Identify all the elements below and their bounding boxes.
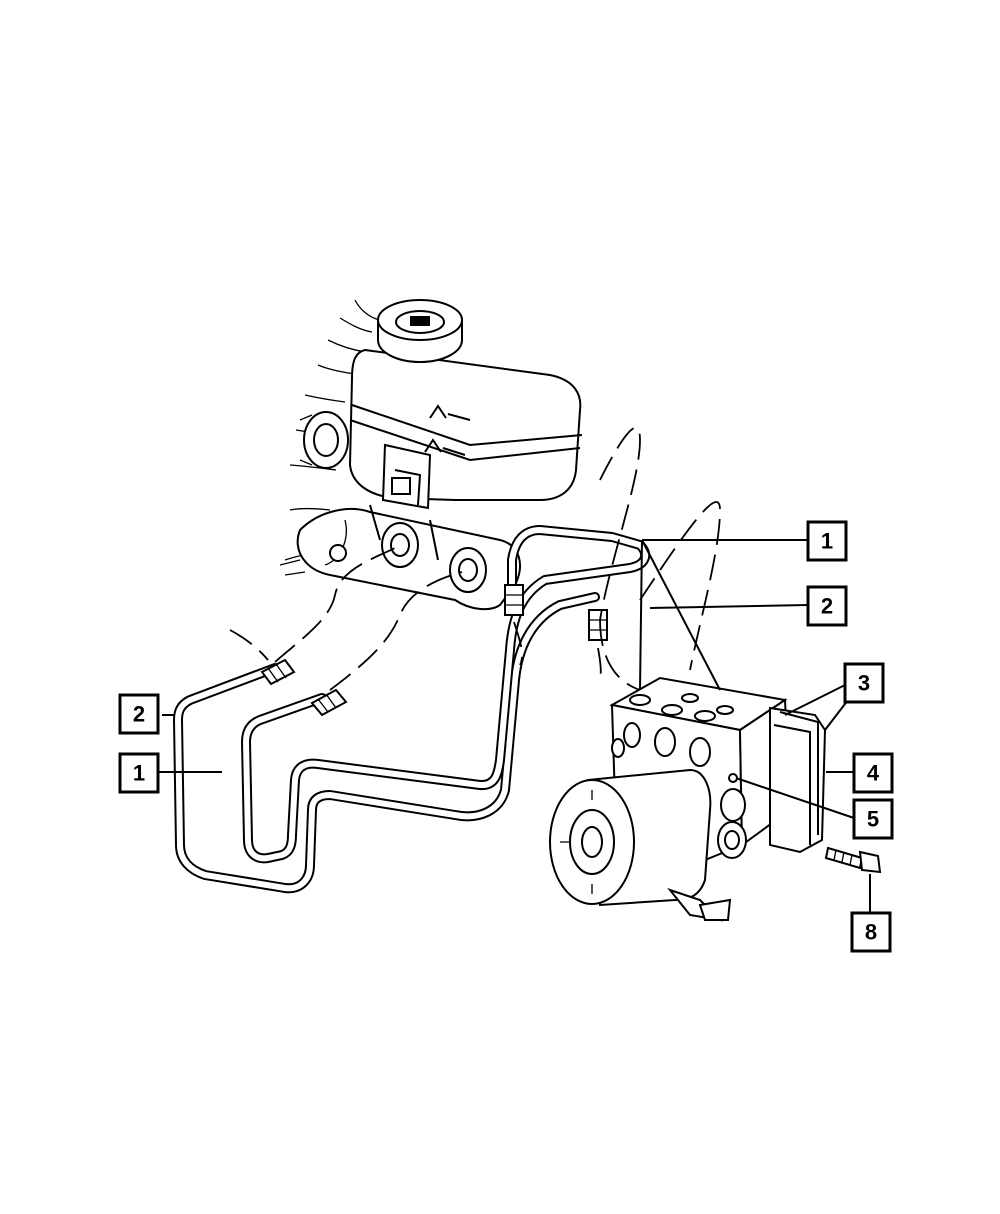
callout-2-left: 2 [118,693,160,735]
tube-nut-left-upper [260,658,296,686]
callout-3: 3 [843,662,885,704]
callout-5-label: 5 [867,807,879,832]
callout-2-left-label: 2 [133,702,145,727]
tube-nut-right-a [504,584,524,616]
callout-4: 4 [852,752,894,794]
master-cylinder-reservoir [284,299,583,561]
callout-4-label: 4 [867,761,880,786]
brake-tube-1-left [241,525,651,864]
routing-dashes [229,426,721,691]
callout-1-left-label: 1 [133,761,145,786]
master-cylinder-body [279,504,521,611]
brake-tube-2-left [173,592,600,894]
tube-nut-right-b [588,609,608,641]
booster-pulley [299,411,349,469]
callout-1-right: 1 [806,520,848,562]
abs-hydraulic-unit [549,676,827,922]
mounting-bolt [824,846,882,874]
callout-8-label: 8 [865,920,877,945]
callout-2-right: 2 [806,585,848,627]
callout-3-label: 3 [858,671,870,696]
callout-2-right-label: 2 [821,594,833,619]
callout-5: 5 [852,798,894,840]
callout-8: 8 [850,911,892,953]
tube-nut-left-lower [310,688,348,717]
leader-lines [158,539,871,912]
callout-1-right-label: 1 [821,529,833,554]
callout-1-left: 1 [118,752,160,794]
